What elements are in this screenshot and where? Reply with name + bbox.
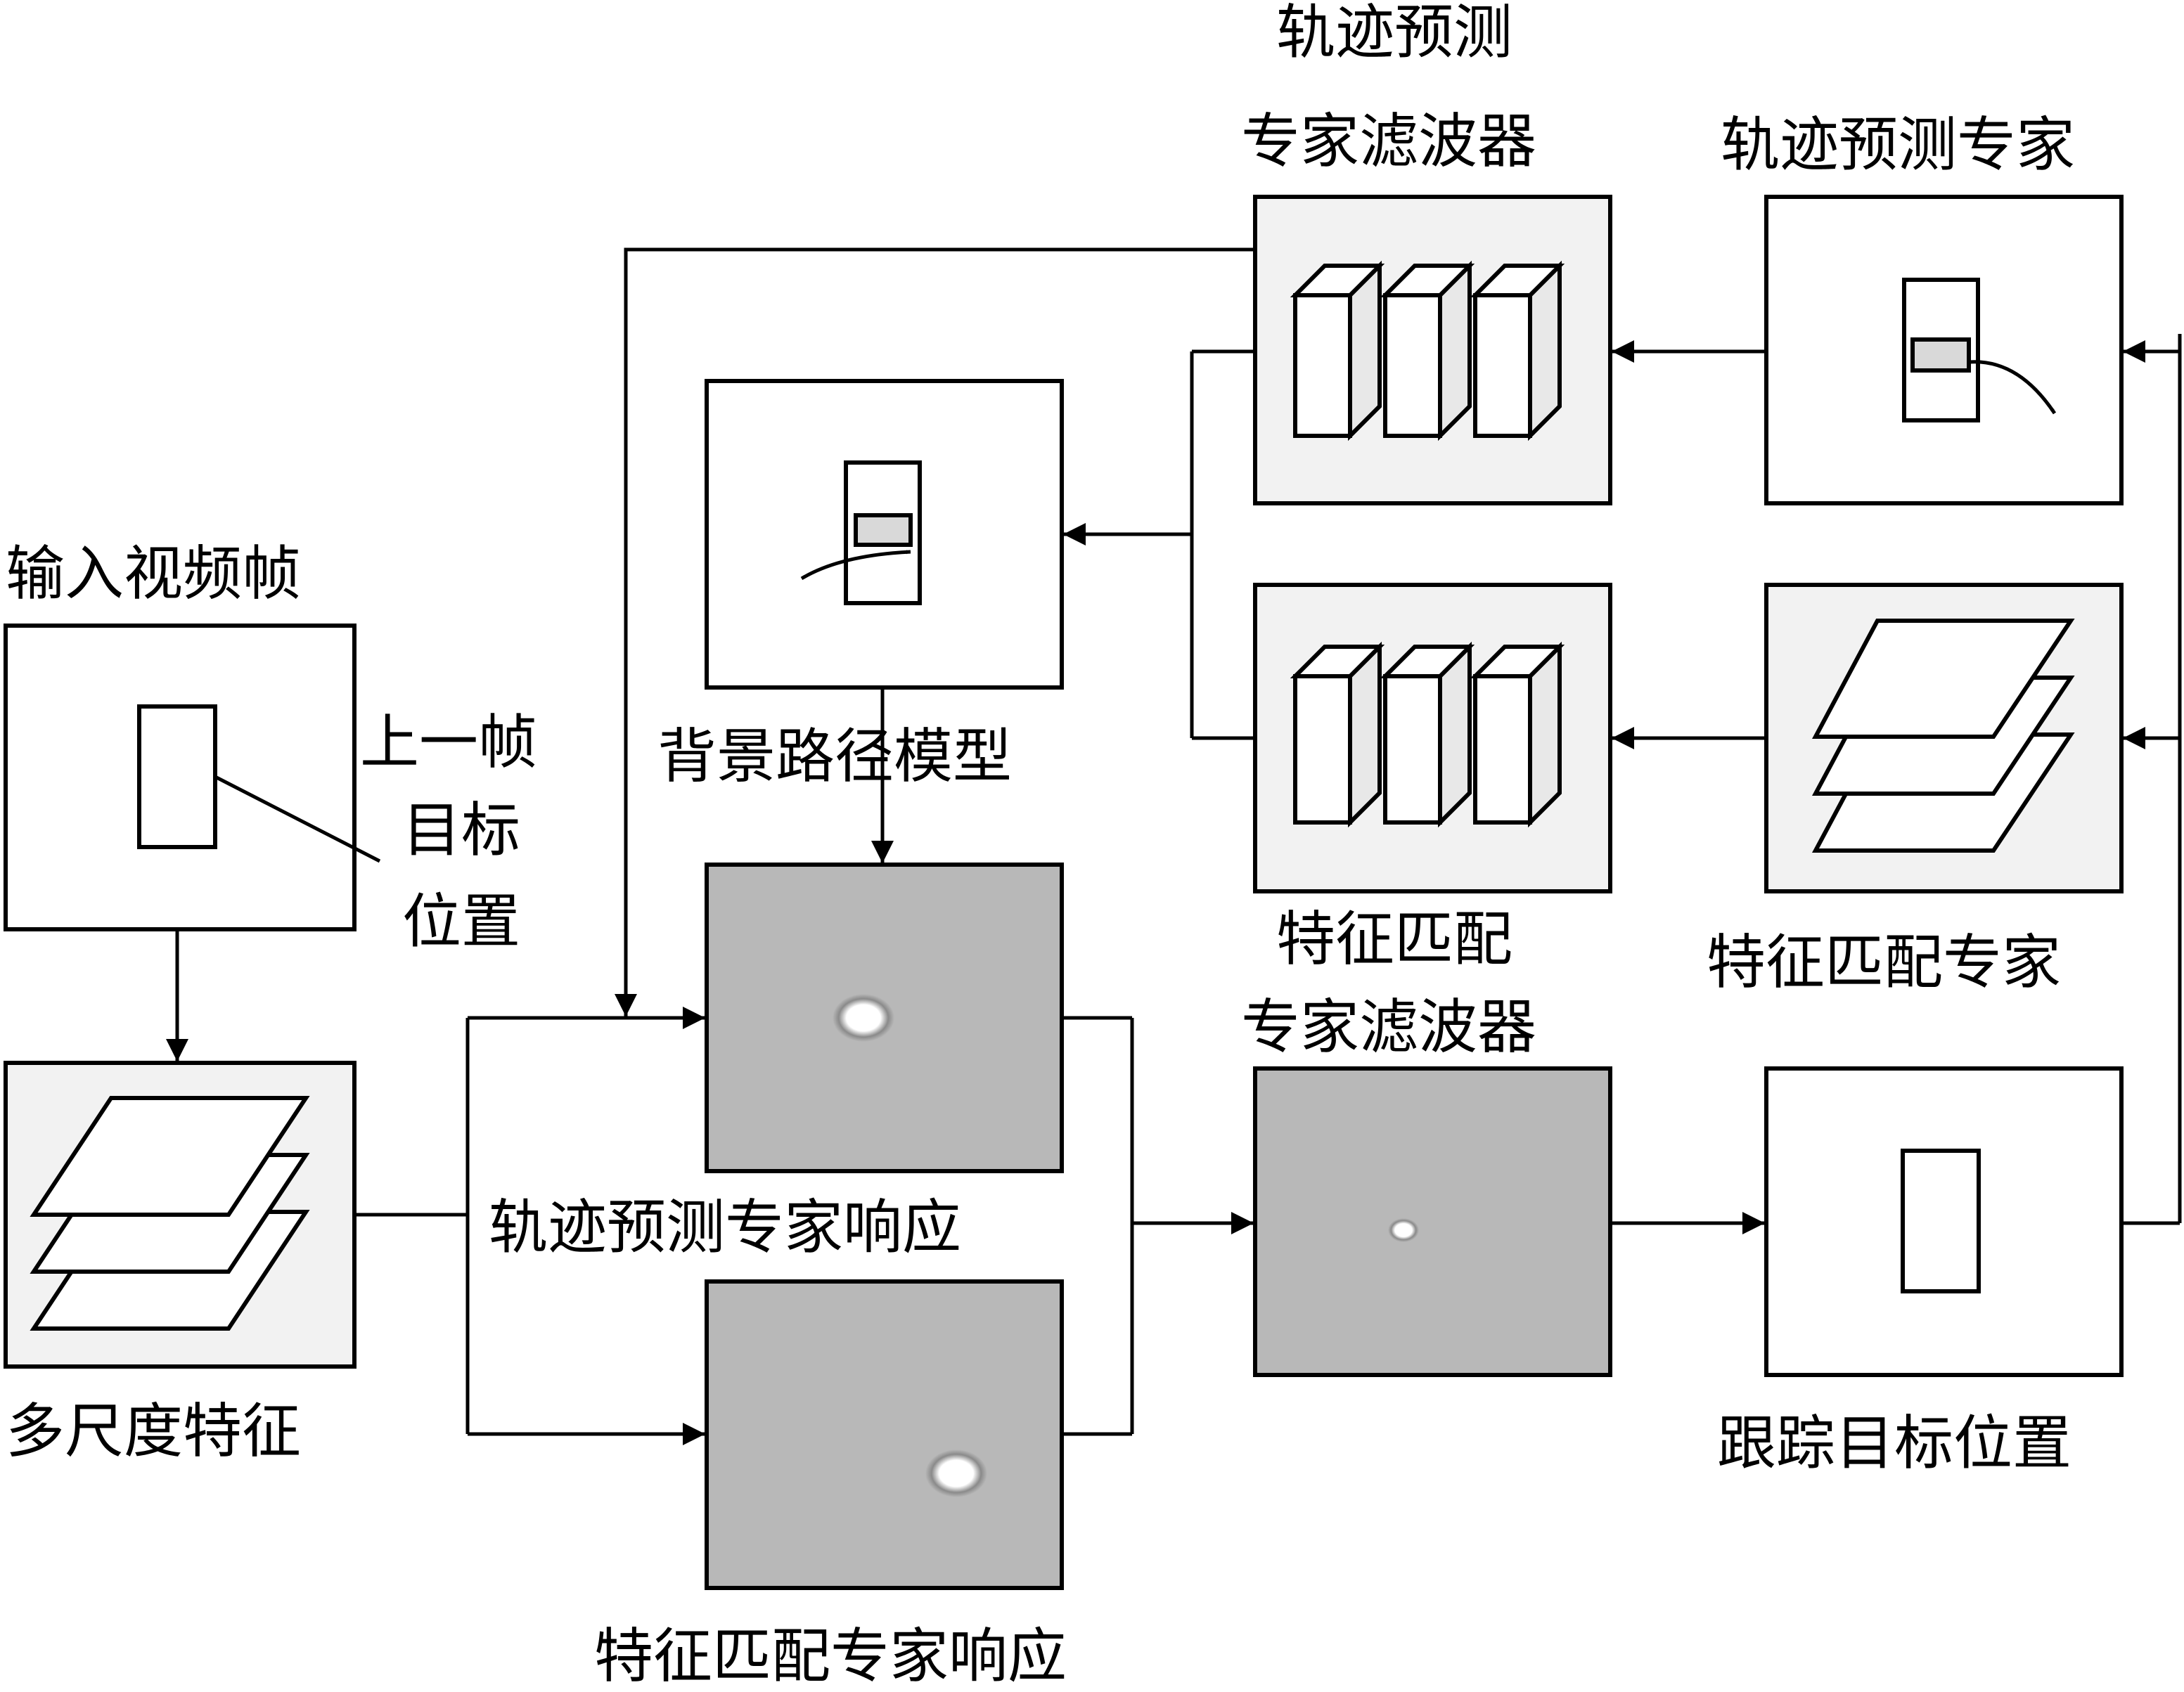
feat-filter-cubes-icon bbox=[1290, 641, 1565, 828]
input-frame-label: 输入视频帧 bbox=[6, 539, 301, 608]
track-position-label: 跟踪目标位置 bbox=[1717, 1409, 2071, 1478]
traj-expert-label: 轨迹预测专家 bbox=[1721, 110, 2075, 179]
traj-filter-cubes-icon bbox=[1290, 260, 1565, 441]
bg-path-target-marker bbox=[854, 513, 913, 547]
feat-response-map bbox=[705, 1279, 1064, 1590]
prev-target-rect bbox=[137, 704, 217, 849]
line-traj-filter-to-response bbox=[624, 247, 1255, 1012]
prev-target-leader-line bbox=[214, 775, 381, 863]
feat-filter-label-line2: 专家滤波器 bbox=[1241, 993, 1536, 1061]
track-position-box bbox=[1764, 1066, 2124, 1377]
track-target-rect bbox=[1901, 1149, 1981, 1293]
feat-filter-label-line1: 特征匹配 bbox=[1276, 905, 1512, 974]
feat-expert-label: 特征匹配专家 bbox=[1707, 928, 2061, 997]
traj-expert-target-marker bbox=[1910, 337, 1971, 373]
multiscale-label: 多尺度特征 bbox=[6, 1397, 301, 1466]
fused-response-peak bbox=[1388, 1218, 1419, 1242]
feat-response-label: 特征匹配专家响应 bbox=[594, 1622, 1067, 1691]
multiscale-stack-icon bbox=[30, 1096, 310, 1331]
traj-expert-motion-arrow bbox=[1968, 360, 2057, 415]
traj-response-label: 轨迹预测专家响应 bbox=[489, 1193, 961, 1262]
prev-target-label-line2: 目标 bbox=[402, 796, 520, 865]
feat-response-peak bbox=[925, 1449, 987, 1497]
feat-expert-stack-icon bbox=[1812, 619, 2075, 853]
prev-target-label-line1: 上一帧 bbox=[360, 708, 537, 777]
traj-filter-label-line2: 专家滤波器 bbox=[1241, 107, 1536, 176]
traj-response-peak bbox=[833, 994, 894, 1042]
prev-target-label-line3: 位置 bbox=[402, 887, 520, 956]
fused-response-map bbox=[1253, 1066, 1612, 1377]
bg-path-motion-arrow bbox=[800, 550, 911, 581]
bg-path-model-label: 背景路径模型 bbox=[657, 722, 1012, 791]
traj-filter-label-line1: 轨迹预测 bbox=[1276, 0, 1512, 67]
